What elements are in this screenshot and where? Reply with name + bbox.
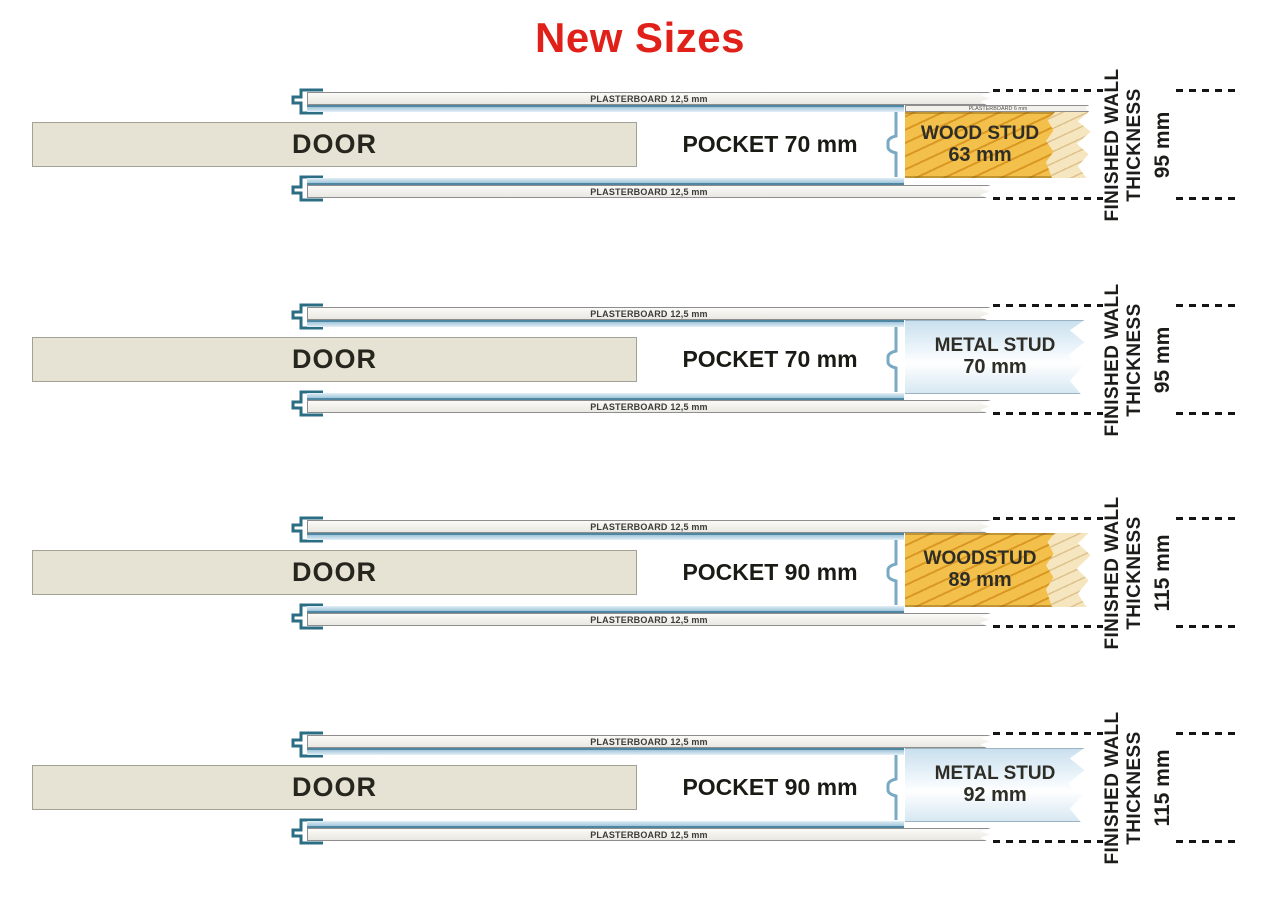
jamb-profile-icon <box>291 88 323 115</box>
plasterboard-label: PLASTERBOARD 12,5 mm <box>590 401 708 412</box>
dashed-extension-line <box>1176 304 1240 307</box>
pocket-end-profile-icon <box>886 112 898 177</box>
plasterboard-label: PLASTERBOARD 12,5 mm <box>590 614 708 625</box>
stud-size-label: 89 mm <box>948 569 1012 592</box>
stud-size-label: 63 mm <box>948 144 1012 167</box>
door-label: DOOR <box>292 344 377 374</box>
dashed-extension-line <box>1176 412 1240 415</box>
metal-stud <box>905 320 1085 394</box>
pocket-label: POCKET 90 mm <box>682 559 858 585</box>
dashed-extension-line <box>993 732 1103 735</box>
pocket-cassette-bottom <box>307 606 904 613</box>
plasterboard-top: PLASTERBOARD 12,5 mm <box>307 92 991 105</box>
wood-stud <box>905 533 1055 607</box>
jamb-profile-icon <box>291 731 323 758</box>
finished-wall-thickness-label: FINISHED WALL THICKNESS <box>1102 68 1145 222</box>
plasterboard-label: PLASTERBOARD 12,5 mm <box>590 308 708 319</box>
wall-section-row-metal-92: PLASTERBOARD 12,5 mm PLASTERBOARD 12,5 m… <box>0 712 1280 922</box>
stud-size-label: 92 mm <box>963 784 1027 807</box>
stud-size-label: 70 mm <box>963 356 1027 379</box>
jamb-profile-icon <box>291 390 323 417</box>
dashed-extension-line <box>993 89 1103 92</box>
plasterboard-label: PLASTERBOARD 12,5 mm <box>590 186 708 197</box>
plasterboard-label: PLASTERBOARD 12,5 mm <box>590 93 708 104</box>
plasterboard-bottom: PLASTERBOARD 12,5 mm <box>307 400 991 413</box>
dashed-extension-line <box>1176 732 1240 735</box>
jamb-profile-icon <box>291 516 323 543</box>
dashed-extension-line <box>993 840 1103 843</box>
packer-strip: PLASTERBOARD 6 mm <box>905 105 1090 112</box>
dashed-extension-line <box>993 304 1103 307</box>
wall-thickness-value: 115 mm <box>1151 749 1174 827</box>
dashed-extension-line <box>993 517 1103 520</box>
wall-thickness-value: 115 mm <box>1151 534 1174 612</box>
plasterboard-top: PLASTERBOARD 12,5 mm <box>307 520 991 533</box>
stud-label: WOODSTUD 89 mm <box>905 533 1055 607</box>
dashed-extension-line <box>1176 89 1240 92</box>
door-label: DOOR <box>292 557 377 587</box>
plasterboard-label: PLASTERBOARD 12,5 mm <box>590 736 708 747</box>
pocket-cassette-bottom <box>307 821 904 828</box>
stud-label: METAL STUD 92 mm <box>920 748 1070 822</box>
wall-section-row-wood-89: PLASTERBOARD 12,5 mm PLASTERBOARD 12,5 m… <box>0 497 1280 729</box>
stud-label: WOOD STUD 63 mm <box>905 112 1055 178</box>
pocket-cassette-bottom <box>307 393 904 400</box>
plasterboard-bottom: PLASTERBOARD 12,5 mm <box>307 828 991 841</box>
pocket-cassette-top <box>307 320 904 327</box>
dashed-extension-line <box>1176 840 1240 843</box>
stud-type-label: WOODSTUD <box>923 547 1037 569</box>
door: DOOR <box>32 122 637 167</box>
plasterboard-bottom: PLASTERBOARD 12,5 mm <box>307 613 991 626</box>
metal-stud <box>905 748 1085 822</box>
stud-label: METAL STUD 70 mm <box>920 320 1070 394</box>
door: DOOR <box>32 337 637 382</box>
dashed-extension-line <box>1176 197 1240 200</box>
jamb-profile-icon <box>291 818 323 845</box>
pocket-cassette-bottom <box>307 178 904 185</box>
pocket-cassette-top <box>307 105 904 112</box>
plasterboard-top: PLASTERBOARD 12,5 mm <box>307 735 991 748</box>
pocket-end-profile-icon <box>886 755 898 820</box>
jamb-profile-icon <box>291 603 323 630</box>
dashed-extension-line <box>1176 517 1240 520</box>
door: DOOR <box>32 550 637 595</box>
pocket-label: POCKET 70 mm <box>682 131 858 157</box>
wall-thickness-value: 95 mm <box>1151 111 1174 179</box>
pocket-label: POCKET 90 mm <box>682 774 858 800</box>
dashed-extension-line <box>993 625 1103 628</box>
stud-type-label: WOOD STUD <box>920 122 1040 144</box>
pocket-end-profile-icon <box>886 327 898 392</box>
door-label: DOOR <box>292 772 377 802</box>
pocket-cassette-top <box>307 748 904 755</box>
wall-thickness-value: 95 mm <box>1151 326 1174 394</box>
stud-type-label: METAL STUD <box>934 334 1056 356</box>
wood-stud <box>905 112 1055 178</box>
dashed-extension-line <box>993 197 1103 200</box>
pocket-label: POCKET 70 mm <box>682 346 858 372</box>
pocket-cassette-top <box>307 533 904 540</box>
jamb-profile-icon <box>291 175 323 202</box>
page-title: New Sizes <box>535 14 745 61</box>
dashed-extension-line <box>993 412 1103 415</box>
plasterboard-top: PLASTERBOARD 12,5 mm <box>307 307 991 320</box>
door: DOOR <box>32 765 637 810</box>
packer-label: PLASTERBOARD 6 mm <box>968 106 1028 112</box>
plasterboard-label: PLASTERBOARD 12,5 mm <box>590 521 708 532</box>
plasterboard-bottom: PLASTERBOARD 12,5 mm <box>307 185 991 198</box>
door-label: DOOR <box>292 129 377 159</box>
jamb-profile-icon <box>291 303 323 330</box>
wall-section-row-metal-70: PLASTERBOARD 12,5 mm PLASTERBOARD 12,5 m… <box>0 284 1280 516</box>
finished-wall-thickness-label: FINISHED WALL THICKNESS <box>1102 283 1145 437</box>
plasterboard-label: PLASTERBOARD 12,5 mm <box>590 829 708 840</box>
finished-wall-thickness-label: FINISHED WALL THICKNESS <box>1102 711 1145 865</box>
stud-type-label: METAL STUD <box>934 762 1056 784</box>
dashed-extension-line <box>1176 625 1240 628</box>
wall-section-row-wood-63: PLASTERBOARD 12,5 mm PLASTERBOARD 12,5 m… <box>0 69 1280 301</box>
finished-wall-thickness-label: FINISHED WALL THICKNESS <box>1102 496 1145 650</box>
pocket-end-profile-icon <box>886 540 898 605</box>
